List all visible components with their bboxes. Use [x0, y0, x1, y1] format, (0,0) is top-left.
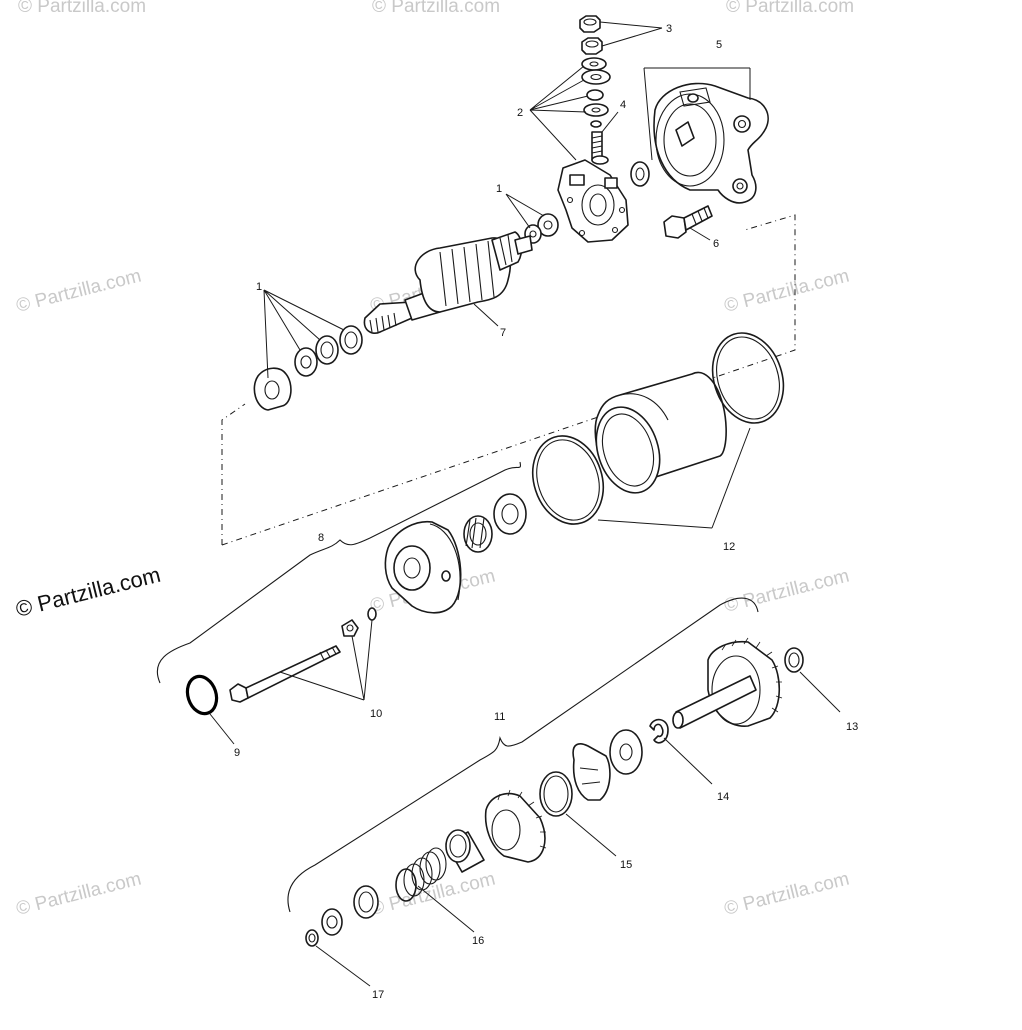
callout-4: 4 — [620, 99, 626, 111]
watermark-top-right: © Partzilla.com — [726, 0, 854, 17]
circlip-14 — [649, 718, 669, 744]
sleeve — [445, 829, 485, 873]
callout-14: 14 — [717, 791, 729, 803]
watermark-mid-left: © Partzilla.com — [14, 266, 143, 317]
nut-3 — [579, 15, 603, 55]
watermark-bottom-right: © Partzilla.com — [722, 869, 851, 920]
brush-holder-plate — [557, 159, 629, 243]
watermark-top-center: © Partzilla.com — [372, 0, 500, 17]
callout-6: 6 — [713, 238, 719, 250]
callout-10: 10 — [370, 708, 382, 720]
callout-1-upper: 1 — [496, 183, 502, 195]
callout-numbers: 3 5 2 4 1 6 1 7 12 8 10 11 9 13 14 15 16… — [234, 23, 858, 1001]
spring-16 — [395, 847, 447, 902]
callout-9: 9 — [234, 747, 240, 759]
callout-8: 8 — [318, 532, 324, 544]
bolt-6 — [663, 205, 713, 239]
callout-7: 7 — [500, 327, 506, 339]
ball-bearing — [493, 493, 527, 535]
through-bolt-10 — [229, 607, 377, 703]
snap-ring-13 — [784, 647, 804, 673]
leader-lines — [209, 21, 841, 987]
watermark-bottom-left: © Partzilla.com — [14, 869, 143, 920]
assembly-outline-upper — [221, 214, 796, 546]
o-ring-9 — [185, 674, 219, 716]
bushing — [630, 161, 650, 187]
pinion-clutch — [484, 789, 547, 863]
armature-7 — [363, 231, 533, 334]
callout-1-lower: 1 — [256, 281, 262, 293]
callout-3: 3 — [666, 23, 672, 35]
watermark-center-right: © Partzilla.com — [722, 566, 851, 617]
callout-5: 5 — [716, 39, 722, 51]
front-bracket — [384, 520, 462, 614]
washer-17-pair — [321, 908, 343, 936]
callout-13: 13 — [846, 721, 858, 733]
watermark-top-left: © Partzilla.com — [18, 0, 146, 17]
watermark-main: © Partzilla.com — [13, 562, 163, 622]
terminal-bolt-4 — [591, 131, 609, 165]
callout-11: 11 — [494, 711, 505, 723]
needle-bearing — [463, 515, 493, 553]
o-rings-12 — [532, 332, 785, 525]
ring-15 — [539, 771, 573, 817]
callout-16: 16 — [472, 935, 484, 947]
washers-1-lower — [253, 325, 363, 411]
callout-12: 12 — [723, 541, 735, 553]
watermark-bottom-center: © Partzilla.com — [368, 869, 497, 920]
yoke — [594, 371, 727, 494]
callout-17: 17 — [372, 989, 384, 1001]
watermark-mid-right: © Partzilla.com — [722, 266, 851, 317]
washer-stack-2 — [581, 57, 611, 128]
callout-15: 15 — [620, 859, 632, 871]
end-cover-5 — [653, 82, 769, 204]
spring-collar — [353, 885, 379, 919]
washers-1-upper — [524, 213, 559, 244]
callout-2: 2 — [517, 107, 523, 119]
gear-shaft — [672, 637, 783, 729]
brace-8 — [156, 461, 522, 684]
stop-washer — [609, 729, 643, 775]
brace-11 — [287, 597, 759, 913]
clip-17 — [305, 929, 319, 947]
split-collar — [572, 743, 611, 801]
